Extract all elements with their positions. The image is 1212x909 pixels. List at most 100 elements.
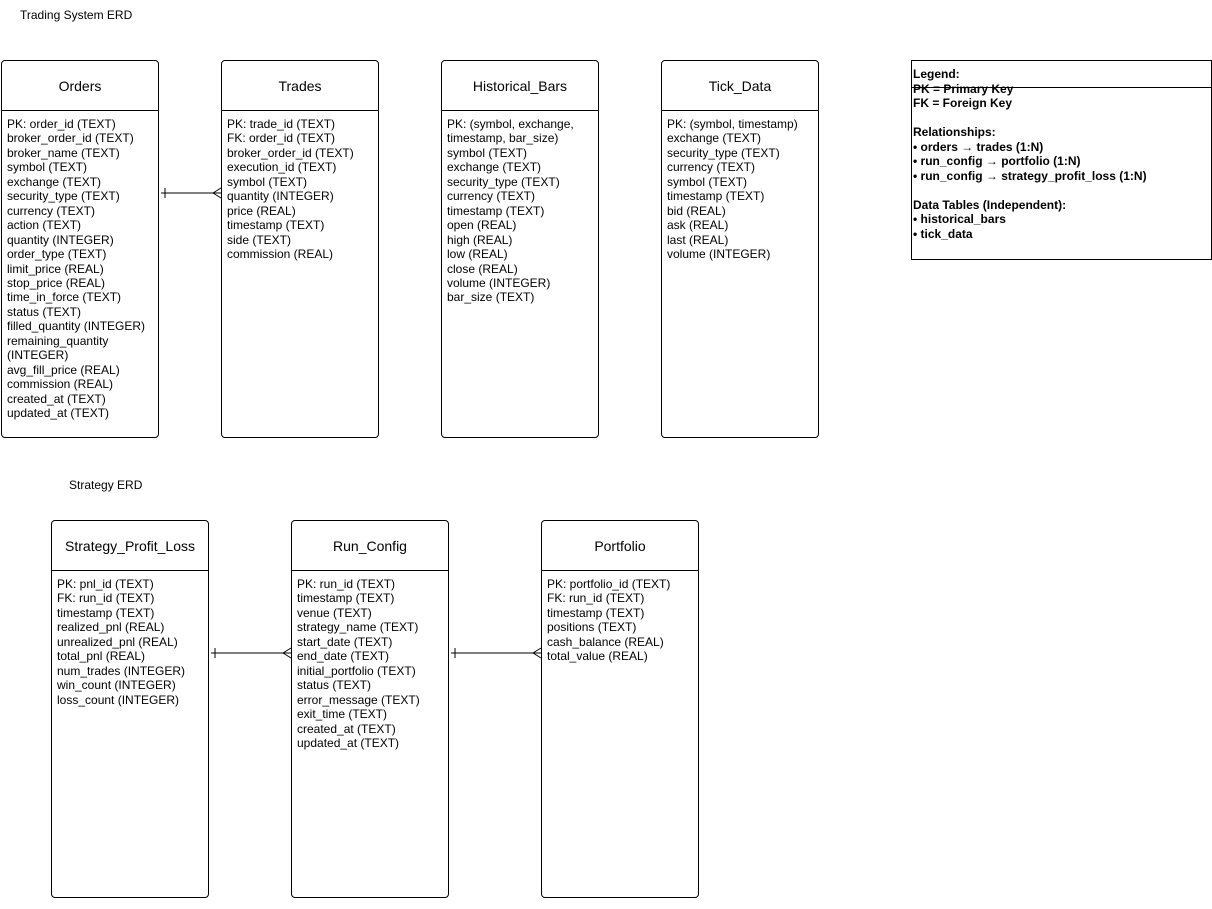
- entity-field: symbol (TEXT): [447, 145, 528, 160]
- entity-fields: PK: portfolio_id (TEXT)FK: run_id (TEXT)…: [542, 571, 698, 664]
- legend-content: Legend: PK = Primary Key FK = Foreign Ke…: [913, 67, 1147, 241]
- entity-field: loss_count (INTEGER): [57, 692, 180, 707]
- entity-field: broker_name (TEXT): [7, 145, 120, 160]
- entity-fields: PK: (symbol, timestamp)exchange (TEXT)se…: [662, 111, 818, 262]
- entity-field: strategy_name (TEXT): [297, 620, 419, 635]
- entity-field: filled_quantity (INTEGER): [7, 319, 146, 334]
- entity-title: Portfolio: [542, 521, 698, 571]
- entity-field: end_date (TEXT): [297, 649, 390, 664]
- entity-field: error_message (TEXT): [297, 692, 420, 707]
- entity-fields: PK: run_id (TEXT)timestamp (TEXT)venue (…: [292, 571, 448, 750]
- entity-title: Strategy_Profit_Loss: [52, 521, 208, 571]
- entity-field: price (REAL): [227, 203, 296, 218]
- entity-fields: PK: order_id (TEXT)broker_order_id (TEXT…: [2, 111, 158, 421]
- entity-field: start_date (TEXT): [297, 634, 393, 649]
- legend-box: Legend: PK = Primary Key FK = Foreign Ke…: [911, 60, 1212, 260]
- entity-field: PK: (symbol, exchange, timestamp, bar_si…: [447, 117, 574, 146]
- legend-data-table: • historical_bars: [913, 212, 1006, 226]
- entity-field: avg_fill_price (REAL): [7, 362, 120, 377]
- entity-field: timestamp (TEXT): [547, 605, 645, 620]
- entity-field: positions (TEXT): [547, 620, 637, 635]
- entity-field: low (REAL): [447, 247, 508, 262]
- entity-title: Tick_Data: [662, 61, 818, 111]
- entity-field: cash_balance (REAL): [547, 634, 664, 649]
- entity-field: high (REAL): [447, 232, 513, 247]
- entity-orders[interactable]: Orders PK: order_id (TEXT)broker_order_i…: [1, 60, 159, 438]
- entity-fields: PK: trade_id (TEXT)FK: order_id (TEXT)br…: [222, 111, 378, 262]
- entity-field: timestamp (TEXT): [667, 189, 765, 204]
- entity-strategy-profit-loss[interactable]: Strategy_Profit_Loss PK: pnl_id (TEXT)FK…: [51, 520, 209, 898]
- entity-title: Orders: [2, 61, 158, 111]
- entity-field: exchange (TEXT): [447, 160, 542, 175]
- entity-field: status (TEXT): [7, 304, 82, 319]
- entity-field: limit_price (REAL): [7, 261, 104, 276]
- entity-field: status (TEXT): [297, 678, 372, 693]
- entity-field: last (REAL): [667, 232, 729, 247]
- entity-field: security_type (TEXT): [7, 189, 120, 204]
- entity-field: broker_order_id (TEXT): [7, 131, 134, 146]
- legend-title: Legend:: [913, 67, 960, 81]
- entity-field: quantity (INTEGER): [227, 189, 334, 204]
- entity-field: ask (REAL): [667, 218, 729, 233]
- entity-field: order_type (TEXT): [7, 247, 107, 262]
- entity-portfolio[interactable]: Portfolio PK: portfolio_id (TEXT)FK: run…: [541, 520, 699, 898]
- entity-field: PK: portfolio_id (TEXT): [547, 577, 671, 591]
- entity-field: symbol (TEXT): [667, 174, 748, 189]
- entity-field: created_at (TEXT): [297, 721, 396, 736]
- entity-title: Trades: [222, 61, 378, 111]
- entity-field: stop_price (REAL): [7, 275, 106, 290]
- legend-relationship: • run_config → strategy_profit_loss (1:N…: [913, 168, 1147, 183]
- entity-field: exit_time (TEXT): [297, 707, 388, 722]
- entity-field: execution_id (TEXT): [227, 160, 337, 175]
- runconfig-portfolio-connector: [451, 647, 542, 659]
- legend-data-tables-title: Data Tables (Independent):: [913, 197, 1067, 212]
- legend-relationship: • orders → trades (1:N): [913, 139, 1044, 154]
- legend-data-table: • tick_data: [913, 226, 973, 241]
- entity-field: symbol (TEXT): [7, 160, 88, 175]
- entity-field: commission (REAL): [7, 377, 114, 392]
- entity-field: timestamp (TEXT): [227, 218, 325, 233]
- entity-field: remaining_quantity (INTEGER): [7, 333, 109, 363]
- entity-field: volume (INTEGER): [447, 275, 551, 290]
- entity-field: commission (REAL): [227, 247, 334, 262]
- entity-trades[interactable]: Trades PK: trade_id (TEXT)FK: order_id (…: [221, 60, 379, 438]
- entity-field: initial_portfolio (TEXT): [297, 663, 416, 678]
- entity-field: PK: order_id (TEXT): [7, 117, 116, 131]
- entity-field: side (TEXT): [227, 232, 292, 247]
- entity-field: timestamp (TEXT): [447, 203, 545, 218]
- entity-field: venue (TEXT): [297, 605, 372, 620]
- entity-run-config[interactable]: Run_Config PK: run_id (TEXT)timestamp (T…: [291, 520, 449, 898]
- entity-field: updated_at (TEXT): [297, 735, 400, 750]
- legend-relationships-title: Relationships:: [913, 125, 996, 139]
- entity-field: PK: run_id (TEXT): [297, 577, 396, 591]
- entity-historical-bars[interactable]: Historical_Bars PK: (symbol, exchange, t…: [441, 60, 599, 438]
- orders-trades-connector: [161, 187, 222, 199]
- strategy-erd-title: Strategy ERD: [69, 478, 143, 492]
- legend-fk: FK = Foreign Key: [913, 96, 1013, 110]
- entity-title: Historical_Bars: [442, 61, 598, 111]
- entity-field: exchange (TEXT): [7, 174, 102, 189]
- entity-field: FK: order_id (TEXT): [227, 131, 336, 146]
- entity-field: symbol (TEXT): [227, 174, 308, 189]
- entity-field: exchange (TEXT): [667, 131, 762, 146]
- entity-fields: PK: pnl_id (TEXT)FK: run_id (TEXT)timest…: [52, 571, 208, 707]
- entity-field: currency (TEXT): [667, 160, 756, 175]
- entity-field: open (REAL): [447, 218, 517, 233]
- entity-title: Run_Config: [292, 521, 448, 571]
- entity-field: PK: (symbol, timestamp): [667, 117, 798, 131]
- entity-tick-data[interactable]: Tick_Data PK: (symbol, timestamp)exchang…: [661, 60, 819, 438]
- entity-field: total_pnl (REAL): [57, 649, 146, 664]
- entity-field: created_at (TEXT): [7, 391, 106, 406]
- entity-field: PK: trade_id (TEXT): [227, 117, 336, 131]
- legend-relationship: • run_config → portfolio (1:N): [913, 154, 1081, 168]
- entity-field: timestamp (TEXT): [57, 605, 155, 620]
- entity-fields: PK: (symbol, exchange, timestamp, bar_si…: [442, 111, 598, 305]
- entity-field: unrealized_pnl (REAL): [57, 634, 178, 649]
- entity-field: updated_at (TEXT): [7, 406, 110, 421]
- pnl-runconfig-connector: [211, 647, 292, 659]
- legend-divider: [912, 87, 1211, 88]
- entity-field: time_in_force (TEXT): [7, 290, 122, 305]
- entity-field: quantity (INTEGER): [7, 232, 114, 247]
- entity-field: bar_size (TEXT): [447, 290, 535, 305]
